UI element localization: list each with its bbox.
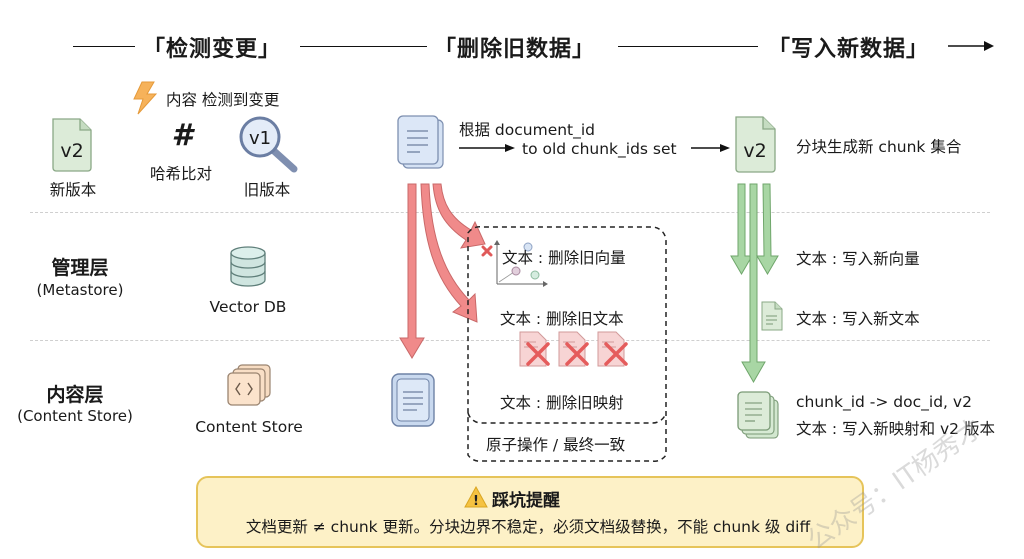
row-divider-1 (30, 212, 990, 213)
write-arrow-content (741, 183, 766, 384)
lookup-line-1: 根据 document_id (459, 121, 596, 139)
delete-text-text: 文本 : 删除旧文本 (500, 310, 624, 328)
old-version-badge: v1 (249, 128, 271, 149)
new-text-file-icon (761, 301, 783, 331)
mapping-line-2: 文本 : 写入新映射和 v2 版本 (796, 420, 995, 438)
layer-metastore-title: 管理层 (51, 257, 109, 279)
new-version-badge: v2 (60, 140, 83, 162)
new-doc-badge: v2 (743, 140, 766, 162)
new-doc-caption: 分块生成新 chunk 集合 (796, 138, 962, 156)
lightning-icon (133, 81, 158, 115)
warning-body: 文档更新 ≠ chunk 更新。分块边界不稳定，必须文档级替换，不能 chunk… (245, 518, 811, 536)
red-x-icon (481, 245, 493, 257)
lookup-arrow-icon (459, 144, 515, 152)
header-line-3 (618, 46, 758, 47)
header-arrow-icon (948, 41, 994, 51)
old-version-magnifier-icon: v1 (239, 116, 298, 173)
content-store-label: Content Store (195, 418, 303, 436)
pitfall-warning-box (196, 476, 864, 548)
phase-delete-old: 「删除旧数据」 (434, 37, 596, 62)
write-vector-text: 文本 : 写入新向量 (796, 250, 920, 268)
row-divider-2 (30, 340, 990, 341)
deleted-page-icon-2 (558, 331, 589, 367)
warning-icon: ! (464, 486, 488, 508)
to-new-doc-arrow-icon (691, 144, 730, 152)
warning-title: 踩坑提醒 (492, 491, 560, 511)
delete-arrow-text (420, 183, 478, 323)
phase-write-new: 「写入新数据」 (768, 37, 930, 62)
hash-icon: # (171, 118, 193, 153)
new-version-file-icon: v2 (52, 118, 92, 172)
mapping-line-1: chunk_id -> doc_id, v2 (796, 393, 972, 411)
atomic-op-footer: 原子操作 / 最终一致 (486, 436, 626, 454)
write-arrows (730, 183, 779, 384)
new-mapping-doc-stack-icon (737, 391, 779, 439)
delete-arrows (399, 183, 486, 359)
header-line-1 (73, 46, 135, 47)
write-text-text: 文本 : 写入新文本 (796, 310, 920, 328)
lookup-line-2: to old chunk_ids set (522, 140, 677, 158)
deleted-pages-icons (519, 331, 628, 367)
old-version-label: 旧版本 (243, 181, 291, 199)
vector-db-label: Vector DB (209, 298, 287, 316)
hash-compare-label: 哈希比对 (149, 165, 212, 183)
write-arrow-vector-right (756, 183, 779, 275)
old-content-doc-icon (391, 373, 435, 427)
change-detected-text: 内容 检测到变更 (166, 91, 280, 109)
delete-vector-text: 文本 : 删除旧向量 (502, 249, 626, 267)
delete-arrow-content (399, 183, 425, 359)
deleted-page-icon-3 (597, 331, 628, 367)
layer-metastore-subtitle: (Metastore) (36, 281, 124, 299)
phase-detect-change: 「检测变更」 (143, 37, 282, 62)
layer-content-subtitle: (Content Store) (17, 407, 133, 425)
delete-arrow-vector (432, 183, 486, 249)
layer-content-title: 内容层 (46, 384, 104, 406)
deleted-page-icon-1 (519, 331, 550, 367)
delete-mapping-text: 文本 : 删除旧映射 (500, 394, 624, 412)
svg-text:!: ! (473, 494, 479, 508)
vector-scatter-icon (481, 240, 548, 287)
new-doc-file-icon: v2 (735, 116, 776, 173)
header-line-2 (300, 46, 427, 47)
new-version-label: 新版本 (49, 181, 97, 199)
content-store-icon (227, 364, 271, 406)
vector-db-icon (230, 246, 266, 287)
atomic-delete-box (467, 226, 667, 462)
write-arrow-vector-left (730, 183, 753, 275)
document-stack-icon (397, 115, 444, 169)
